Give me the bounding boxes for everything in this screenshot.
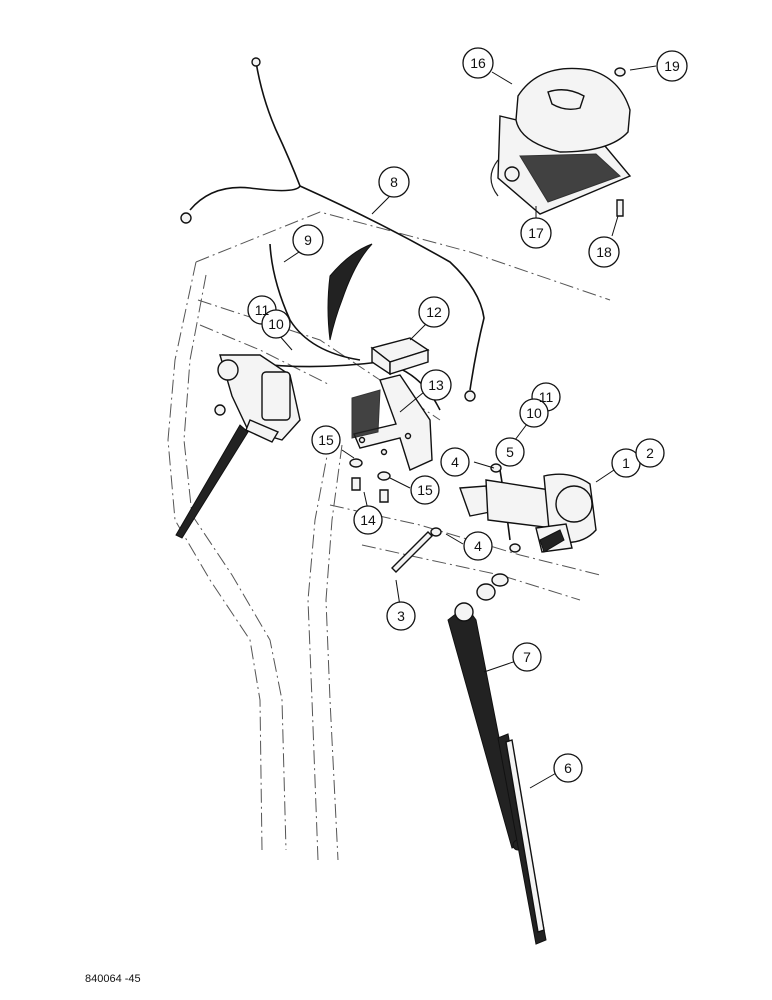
callouts: 16 19 17 18 8 9 11 10 12 xyxy=(247,47,688,783)
callout-label: 4 xyxy=(451,454,459,470)
callout-3: 3 xyxy=(386,601,416,631)
callout-1-2: 1 2 xyxy=(611,438,665,478)
callout-12: 12 xyxy=(418,296,450,328)
callout-11-10-right: 11 10 xyxy=(519,382,561,428)
callout-7: 7 xyxy=(512,642,542,672)
callout-16: 16 xyxy=(462,47,494,79)
callout-4-lower: 4 xyxy=(463,531,493,561)
figure-code: 840064 -45 xyxy=(85,973,141,985)
windshield-shading xyxy=(327,243,373,341)
callout-label: 15 xyxy=(318,432,334,448)
callout-label: 8 xyxy=(390,174,398,190)
callout-19: 19 xyxy=(656,50,688,82)
callout-label: 11 xyxy=(255,302,270,318)
relay-switch-12 xyxy=(370,337,430,376)
callout-11-10-left: 11 10 xyxy=(247,295,291,339)
callout-4-upper: 4 xyxy=(440,447,470,477)
callout-label: 18 xyxy=(596,244,612,260)
terminal-ring xyxy=(180,212,192,224)
callout-label: 5 xyxy=(506,444,514,460)
callout-15-right: 15 xyxy=(410,475,440,505)
hardware-14-15 xyxy=(349,458,391,503)
left-wiper-motor-assembly xyxy=(175,354,301,539)
callout-6: 6 xyxy=(553,753,583,783)
callout-label: 10 xyxy=(268,316,284,332)
terminal-ring xyxy=(464,390,476,402)
callout-label: 19 xyxy=(664,58,680,74)
callout-label: 1 xyxy=(622,455,630,471)
callout-14: 14 xyxy=(353,505,383,535)
callout-label: 3 xyxy=(397,608,405,624)
callout-label: 13 xyxy=(428,377,444,393)
callout-18: 18 xyxy=(588,236,620,268)
callout-label: 17 xyxy=(528,225,544,241)
callout-label: 14 xyxy=(360,512,376,528)
inset-hardware-18-19 xyxy=(614,67,626,217)
callout-label: 6 xyxy=(564,760,572,776)
callout-13: 13 xyxy=(420,369,452,401)
callout-label: 2 xyxy=(646,445,654,461)
callout-label: 15 xyxy=(417,482,433,498)
callout-label: 4 xyxy=(474,538,482,554)
callout-label: 7 xyxy=(523,649,531,665)
hardware-3-4-5 xyxy=(391,456,521,601)
callout-label: 16 xyxy=(470,55,486,71)
callout-8: 8 xyxy=(378,166,410,198)
inset-motor-16 xyxy=(490,67,632,215)
mounting-bracket-13 xyxy=(351,374,433,471)
callout-label: 9 xyxy=(304,232,312,248)
wiper-motor-1-2 xyxy=(459,473,597,553)
wiper-blade-6 xyxy=(497,733,547,945)
callout-9: 9 xyxy=(292,224,324,256)
callout-label: 11 xyxy=(539,389,554,405)
callout-5: 5 xyxy=(495,437,525,467)
callout-17: 17 xyxy=(520,217,552,249)
callout-label: 10 xyxy=(526,405,542,421)
wiring-harness-8 xyxy=(180,57,485,402)
callout-label: 12 xyxy=(426,304,442,320)
callout-15-left: 15 xyxy=(311,425,341,455)
terminal-ring xyxy=(251,57,261,67)
